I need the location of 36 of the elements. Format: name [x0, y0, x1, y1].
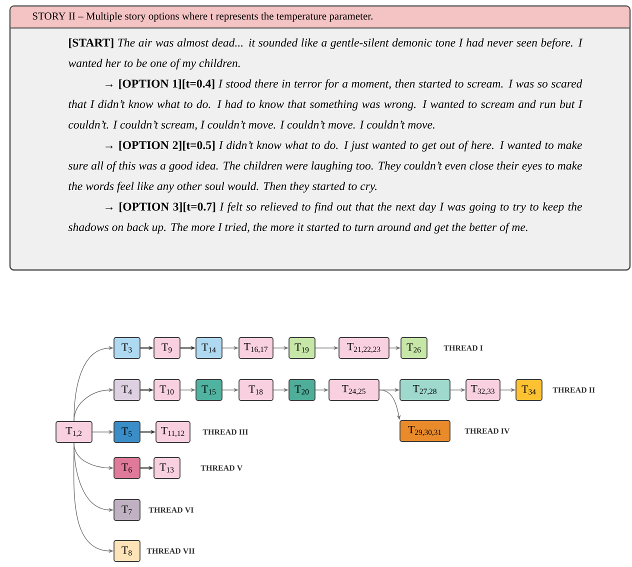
thread-box: T$_{13}$ — [154, 457, 180, 479]
thread-box: T$_{6}$ — [114, 457, 140, 479]
thread-box: T$_{20}$ — [288, 379, 316, 401]
thread-box: T$_{21,22,23}$ — [338, 337, 390, 359]
thread-box: T$_{29,30,31}$ — [400, 420, 450, 442]
thread-box: T$_{7}$ — [114, 499, 140, 521]
thread-box: T$_{24,25}$ — [328, 379, 380, 401]
thread-box: T$_{9}$ — [154, 337, 180, 359]
thread-box: T$_{3}$ — [114, 337, 140, 359]
story-paragraph: → [OPTION 2][t=0.5] I didn’t know what to do. I just wanted to get out of here. I wanted to make sure all of this was a good idea. The children were laughing too. They couldn’t even close their eyes to make the words feel like any other soul would. Then they started to cry. — [68, 140, 582, 193]
thread-box: T$_{5}$ — [114, 421, 140, 443]
thread-box: T$_{19}$ — [288, 337, 316, 359]
story-heading: STORY II – Multiple story options where t represents the temperature parameter. — [32, 12, 372, 22]
story-paragraph: → [OPTION 3][t=0.7] I felt so relieved to find out that the next day I was going to try to keep the shadows on back up. The more I tried, the more it started to turn around and get the better of me. — [68, 202, 582, 234]
thread-box: T$_{4}$ — [114, 379, 140, 401]
thread-box: T$_{26}$ — [400, 337, 428, 359]
thread-label: THREAD V — [200, 465, 243, 471]
thread-label: THREAD VI — [148, 507, 194, 513]
thread-label: THREAD VII — [146, 548, 195, 554]
thread-box: T$_{1,2}$ — [56, 421, 92, 443]
thread-label: THREAD IV — [464, 428, 510, 434]
thread-label: THREAD I — [444, 345, 483, 351]
thread-box: T$_{32,33}$ — [466, 379, 500, 401]
thread-box: T$_{8}$ — [114, 540, 140, 562]
thread-box: T$_{18}$ — [238, 379, 274, 401]
thread-box: T$_{15}$ — [196, 379, 222, 401]
story-paragraph: → [OPTION 1][t=0.4] I stood there in terror for a moment, then started to scream. I was so scared that I didn’t know what to do. I had to know that something was wrong. I wanted to scream and run but I couldn’t. I couldn’t scream, I couldn’t move. I couldn’t move. I couldn’t move. — [68, 79, 583, 130]
thread-box: T$_{14}$ — [196, 337, 222, 359]
thread-label: THREAD II — [552, 387, 595, 393]
thread-label: THREAD III — [202, 429, 248, 435]
thread-box: T$_{10}$ — [154, 379, 180, 401]
story-paragraph: [START] The air was almost dead... it sounded like a gentle-silent demonic tone I had never seen before. I wanted her to be one of my children. — [68, 38, 583, 70]
thread-box: T$_{27,28}$ — [400, 379, 450, 401]
thread-box: T$_{34}$ — [516, 379, 542, 401]
thread-box: T$_{16,17}$ — [238, 337, 274, 359]
thread-box: T$_{11,12}$ — [156, 421, 190, 443]
